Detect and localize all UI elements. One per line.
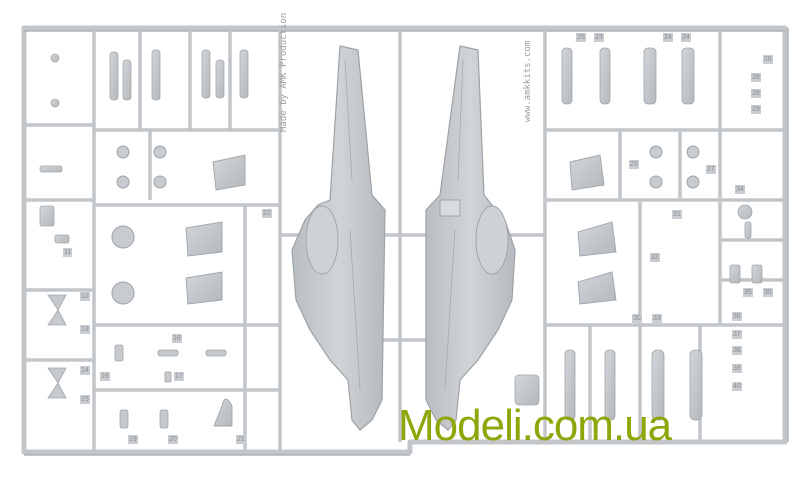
part-number: 21 xyxy=(236,435,246,444)
part-number: 35 xyxy=(743,288,753,297)
sprue-runners xyxy=(24,28,785,452)
part-number: 34 xyxy=(735,185,745,194)
part-number: 26 xyxy=(763,55,773,64)
part-number: 38 xyxy=(732,346,742,355)
brand-vertical-text: Made by AMK Production xyxy=(279,12,289,132)
sprue-frame-shadow xyxy=(24,28,789,456)
part-number: 18 xyxy=(172,334,182,343)
fuselage-half-left xyxy=(291,45,386,431)
part-number: 24 xyxy=(681,33,691,42)
watermark-text: Modeli.com.ua xyxy=(398,401,672,450)
part-number: 25 xyxy=(576,33,586,42)
part-number: 28 xyxy=(751,73,761,82)
part-number: 11 xyxy=(63,248,73,257)
part-number: 40 xyxy=(732,382,742,391)
part-number: 28 xyxy=(751,89,761,98)
tail-panels-left xyxy=(185,154,246,427)
part-number: 36 xyxy=(732,312,742,321)
part-number: 15 xyxy=(80,395,90,404)
small-parts-left xyxy=(47,294,227,429)
wheel-hub-parts xyxy=(111,145,700,305)
part-number: 27 xyxy=(706,165,716,174)
part-number: 35 xyxy=(763,288,773,297)
part-number: 37 xyxy=(732,330,742,339)
part-number: 23 xyxy=(594,33,604,42)
part-number: 12 xyxy=(80,292,90,301)
part-number: 30 xyxy=(632,314,642,323)
part-number: 17 xyxy=(174,372,184,381)
site-vertical-text: www.amkkits.com xyxy=(523,40,533,122)
part-number: 32 xyxy=(650,253,660,262)
part-number: 24 xyxy=(663,33,673,42)
weapon-pods-bottom-right xyxy=(514,349,703,421)
part-number: 25 xyxy=(629,160,639,169)
small-parts-top-left xyxy=(39,49,249,244)
part-number: 31 xyxy=(672,210,682,219)
part-number: 29 xyxy=(751,105,761,114)
sprue-frame xyxy=(21,25,788,455)
part-number: 22 xyxy=(262,209,272,218)
part-number: 16 xyxy=(100,372,110,381)
part-number: 14 xyxy=(80,366,90,375)
part-number: 39 xyxy=(732,364,742,373)
part-number: 20 xyxy=(168,435,178,444)
part-number: 13 xyxy=(80,325,90,334)
weapon-pods-top-right xyxy=(561,47,763,284)
tail-panels-right xyxy=(569,154,617,305)
fuselage-half-right xyxy=(425,45,516,431)
part-number: 33 xyxy=(652,314,662,323)
part-number: 19 xyxy=(128,435,138,444)
